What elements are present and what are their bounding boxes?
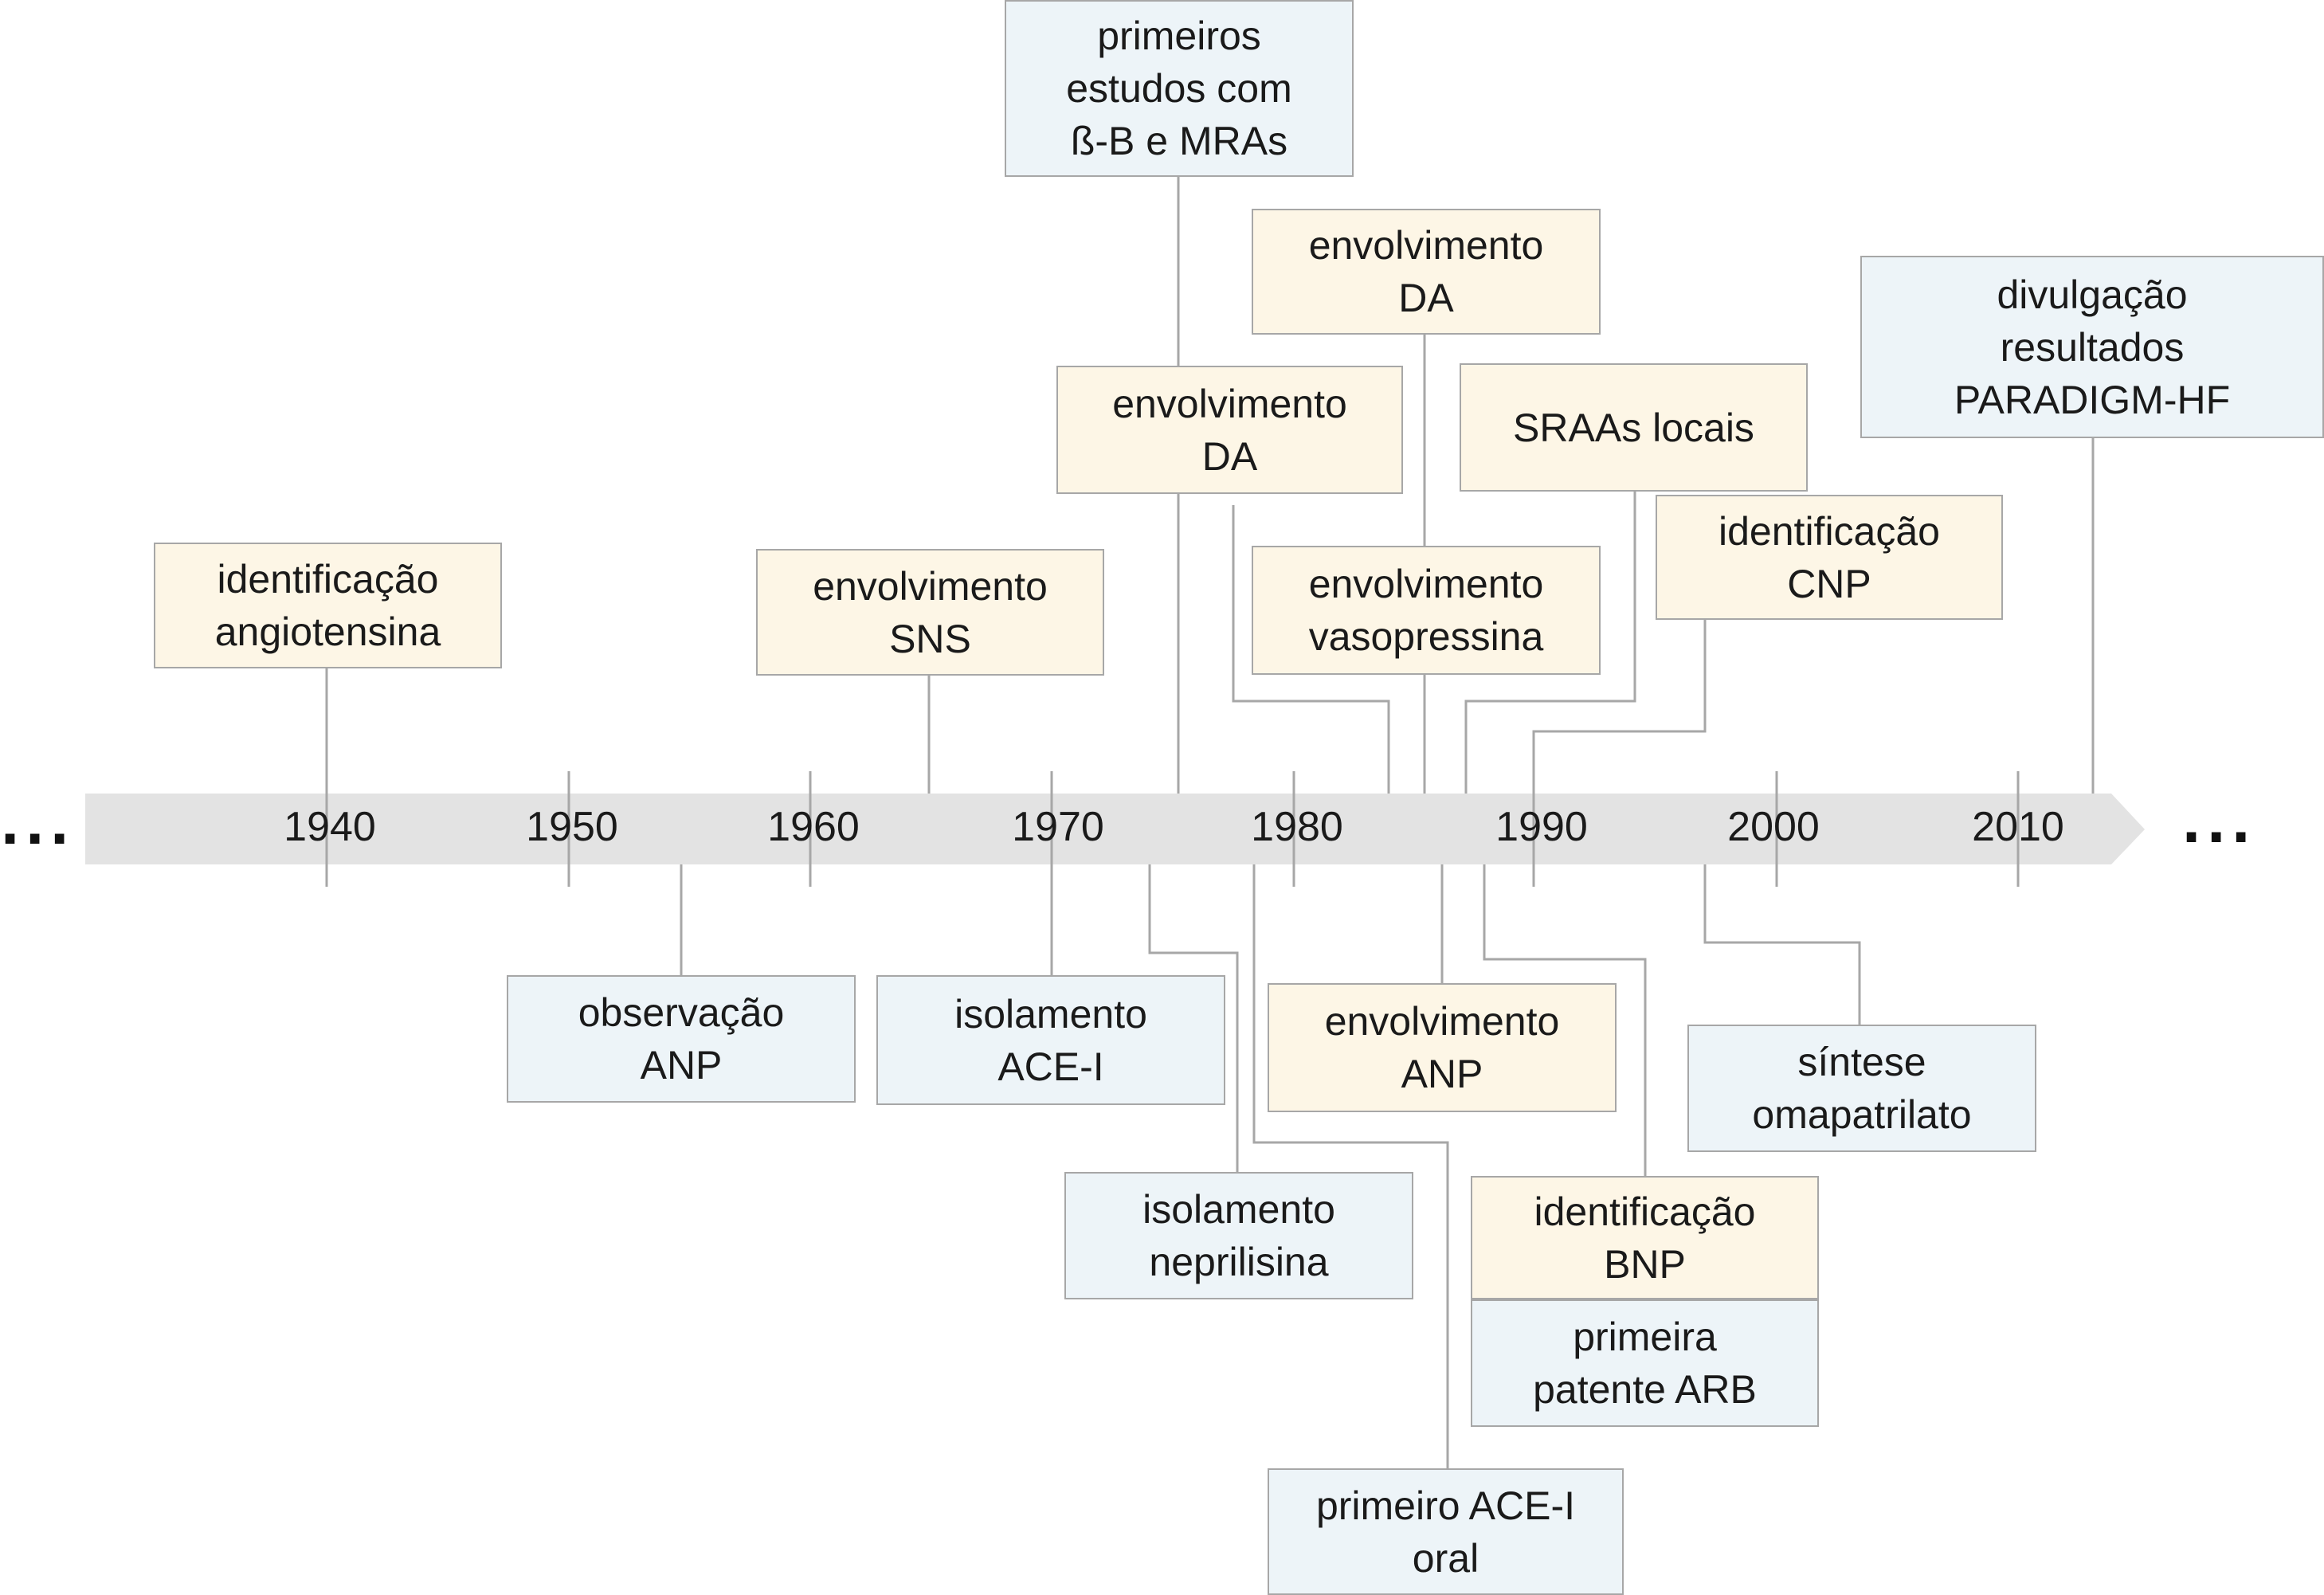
year-1980: 1980 <box>1251 804 1343 850</box>
connector-da-1b <box>1232 505 1390 794</box>
event-isolamento-ace-i: isolamento ACE-I <box>876 975 1225 1105</box>
event-envolvimento-sns: envolvimento SNS <box>756 549 1104 676</box>
year-1940: 1940 <box>284 804 376 850</box>
event-primeiro-ace-i-oral: primeiro ACE-I oral <box>1268 1468 1624 1595</box>
event-identificacao-angiotensina: identificação angiotensina <box>154 543 502 668</box>
event-envolvimento-da-2: envolvimento DA <box>1252 209 1601 335</box>
event-primeira-patente-arb: primeira patente ARB <box>1471 1299 1819 1427</box>
event-sintese-omapatrilato: síntese omapatrilato <box>1687 1025 2036 1152</box>
event-isolamento-neprilisina: isolamento neprilisina <box>1064 1172 1413 1299</box>
event-identificacao-cnp: identificação CNP <box>1656 495 2003 620</box>
connector-sraas <box>1464 492 1636 794</box>
event-envolvimento-anp: envolvimento ANP <box>1268 983 1617 1112</box>
event-envolvimento-vasopressina: envolvimento vasopressina <box>1252 546 1601 675</box>
year-1990: 1990 <box>1495 804 1588 850</box>
event-estudos-bb-mras: primeiros estudos com ß-B e MRAs <box>1005 0 1354 177</box>
year-1950: 1950 <box>526 804 618 850</box>
year-1970: 1970 <box>1012 804 1104 850</box>
event-paradigm-hf: divulgação resultados PARADIGM-HF <box>1860 256 2324 438</box>
year-2010: 2010 <box>1972 804 2064 850</box>
connector-primeiro-ace <box>1252 864 1449 1468</box>
year-1960: 1960 <box>767 804 860 850</box>
event-identificacao-bnp: identificação BNP <box>1471 1176 1819 1299</box>
event-sraas-locais: SRAAs locais <box>1460 363 1808 492</box>
connector-bnp <box>1483 864 1647 1176</box>
connector-neprilisina <box>1148 864 1239 1172</box>
year-2000: 2000 <box>1727 804 1820 850</box>
timeline-arrow <box>85 794 2145 864</box>
event-observacao-anp: observação ANP <box>507 975 856 1103</box>
ellipsis-right: ... <box>2181 794 2256 855</box>
connector-cnp <box>1532 620 1707 794</box>
event-envolvimento-da-1: envolvimento DA <box>1056 366 1403 494</box>
ellipsis-left: ... <box>0 795 75 856</box>
connector-omapatrilato <box>1703 864 1861 1025</box>
